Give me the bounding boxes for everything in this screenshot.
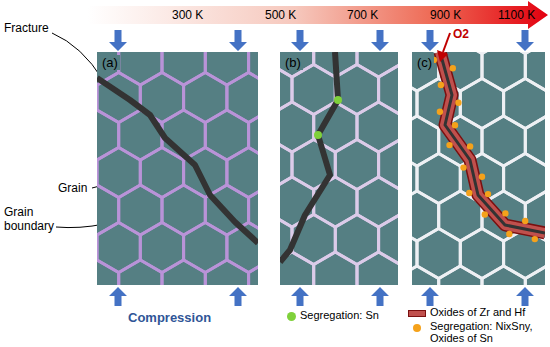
segregation-dot	[446, 142, 452, 148]
grain-boundary	[162, 260, 205, 285]
grain-ground	[280, 52, 398, 285]
grain-boundary	[205, 260, 248, 285]
sn-segregation-dot	[314, 131, 322, 139]
compression-arrow	[421, 30, 439, 51]
segregation-dot	[482, 211, 488, 217]
panel-label: (c)	[415, 55, 434, 70]
segregation-dot	[452, 122, 458, 128]
legend-swatch	[408, 310, 426, 317]
grain-boundary	[227, 148, 258, 198]
temperature-label: 500 K	[265, 8, 296, 22]
segregation-dot	[532, 236, 538, 242]
panel-label: (a)	[100, 55, 120, 70]
panel-group	[97, 52, 258, 285]
panel-label: (b)	[283, 55, 303, 70]
grain-boundary	[249, 260, 258, 285]
compression-arrow	[229, 30, 247, 51]
compression-arrow	[421, 287, 439, 306]
part-label: Grain boundary	[4, 205, 68, 233]
legend-swatch	[413, 324, 421, 332]
grain-boundary	[119, 260, 162, 285]
legend-text: Oxides of Zr and Hf	[430, 306, 548, 318]
compression-arrow	[291, 287, 309, 306]
grain-ground	[412, 52, 545, 285]
segregation-dot	[479, 174, 485, 180]
fracture-line	[97, 78, 258, 243]
segregation-dot	[455, 100, 461, 106]
segregation-dot	[502, 210, 508, 216]
compression-arrow	[109, 30, 127, 51]
segregation-dot	[437, 109, 443, 115]
oxygen-label: O2	[453, 27, 469, 41]
compression-arrow	[516, 30, 534, 51]
grain-boundary	[412, 116, 439, 166]
grain-boundary	[482, 52, 525, 91]
grain-boundary	[482, 266, 525, 285]
segregation-dot	[460, 164, 466, 170]
sn-segregation-dot	[334, 96, 342, 104]
legend-text: Segregation: Sn	[300, 309, 405, 321]
panel: (c)	[412, 52, 545, 285]
grain-boundary	[249, 52, 258, 85]
legend-text: Segregation: NixSny, Oxides of Sn	[430, 320, 548, 344]
grain-boundary	[280, 177, 314, 227]
leader-line	[52, 33, 103, 80]
grain-boundary	[439, 266, 482, 285]
oxygen-arrow	[443, 33, 450, 52]
grain-boundary	[280, 102, 314, 152]
temperature-label: 300 K	[172, 8, 203, 22]
oxygen-arrowhead	[437, 50, 448, 62]
compression-arrow	[291, 30, 309, 51]
grain-boundary	[357, 52, 398, 77]
grain-boundary	[97, 260, 119, 285]
segregation-dot	[467, 143, 473, 149]
part-label: Fracture	[4, 21, 49, 35]
grain-boundary	[162, 52, 205, 85]
grain-boundary	[412, 191, 439, 241]
compression-arrow	[109, 287, 127, 306]
oxide-band	[440, 52, 545, 233]
compression-arrow	[229, 287, 247, 306]
temperature-label: 1100 K	[498, 8, 535, 22]
temperature-label: 700 K	[347, 8, 378, 22]
panel-group	[412, 52, 545, 285]
panel-group	[280, 52, 398, 285]
grain-boundary	[412, 266, 439, 285]
grain-boundary	[119, 52, 162, 85]
fracture-line	[280, 52, 338, 262]
segregation-dot	[450, 65, 456, 71]
grain-boundary	[412, 52, 417, 54]
grain-boundary	[314, 252, 357, 285]
segregation-dot	[485, 191, 491, 197]
fracture-line	[440, 52, 545, 233]
oxide-band	[440, 52, 545, 233]
temperature-label: 900 K	[430, 8, 461, 22]
compression-arrow	[371, 287, 389, 306]
grain-boundary	[357, 252, 398, 285]
grain-boundary	[227, 73, 258, 123]
compression-label: Compression	[128, 311, 211, 325]
compression-arrow	[516, 287, 534, 306]
temperature-arrow	[88, 1, 548, 29]
segregation-dot	[466, 190, 472, 196]
panel: (a)	[97, 52, 258, 285]
grain-boundary	[525, 266, 545, 285]
segregation-dot	[506, 231, 512, 237]
grain-boundary	[205, 52, 248, 85]
leader-line	[56, 224, 104, 228]
compression-arrow	[371, 30, 389, 51]
part-label: Grain	[58, 181, 87, 195]
legend-swatch	[287, 312, 296, 321]
grain-ground	[97, 52, 258, 285]
segregation-dot	[522, 218, 528, 224]
segregation-dot	[438, 82, 444, 88]
panel: (b)	[280, 52, 398, 285]
